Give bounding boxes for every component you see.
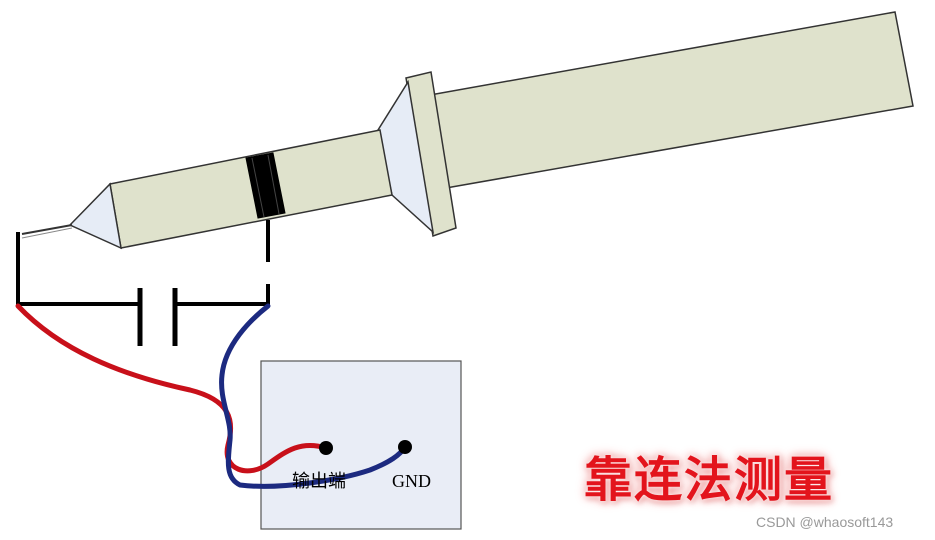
probe-handle — [429, 11, 914, 189]
diagram-title: 靠连法测量 — [584, 452, 835, 508]
probe-front-body — [109, 129, 393, 249]
watermark: CSDN @whaosoft143 — [756, 514, 894, 530]
band-stripe — [251, 157, 265, 218]
probe-tip-cone — [68, 182, 122, 250]
probe-tip-needle — [21, 224, 73, 235]
probe-ground-band — [245, 152, 286, 219]
band-stripe — [267, 154, 280, 215]
device-box — [260, 360, 462, 530]
gnd-terminal-dot — [398, 440, 412, 454]
blue-wire — [219, 303, 408, 489]
output-terminal-label: 输出端 — [292, 471, 346, 491]
probe-tip-needle-edge — [21, 227, 73, 239]
output-terminal-dot — [319, 441, 333, 455]
gnd-label: GND — [392, 471, 431, 491]
